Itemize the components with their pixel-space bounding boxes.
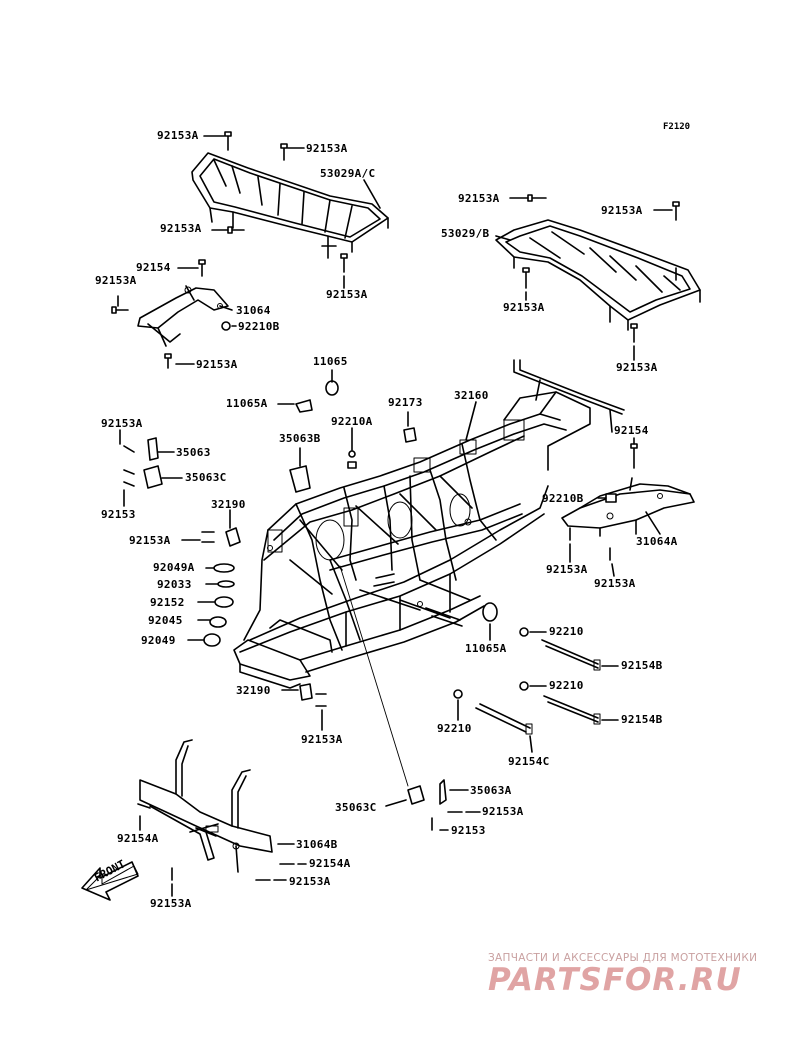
part-label: 31064A bbox=[636, 535, 678, 548]
part-label: 92153A bbox=[482, 805, 524, 818]
part-label: 92153A bbox=[601, 204, 643, 217]
part-label: 92153A bbox=[101, 417, 143, 430]
part-label: 92153A bbox=[95, 274, 137, 287]
part-label: 92049 bbox=[141, 634, 176, 647]
diagram-code: F2120 bbox=[663, 122, 691, 132]
part-label: 31064B bbox=[296, 838, 338, 851]
part-label: 92153A bbox=[326, 288, 368, 301]
part-label: 92154A bbox=[117, 832, 159, 845]
part-label: 92210A bbox=[331, 415, 373, 428]
part-label: 92154B bbox=[621, 659, 663, 672]
rear-bracket-drawing bbox=[137, 285, 229, 347]
part-label: 32160 bbox=[454, 389, 489, 402]
watermark-logo: PARTSFOR.RU bbox=[488, 962, 742, 998]
watermark-tagline: ЗАПЧАСТИ И АКСЕССУАРЫ ДЛЯ МОТОТЕХНИКИ bbox=[488, 952, 758, 964]
part-label: 92154B bbox=[621, 713, 663, 726]
part-label: 31064 bbox=[236, 304, 271, 317]
part-label: 35063A bbox=[470, 784, 512, 797]
part-label: 92153A bbox=[157, 129, 199, 142]
part-label: 53029/B bbox=[441, 227, 490, 240]
part-label: 92153A bbox=[196, 358, 238, 371]
part-label: 92154C bbox=[508, 755, 550, 768]
part-label: 35063C bbox=[185, 471, 227, 484]
part-label: 92153A bbox=[301, 733, 343, 746]
part-label: 92153A bbox=[458, 192, 500, 205]
part-label: 92153A bbox=[150, 897, 192, 910]
part-label: 35063C bbox=[335, 801, 377, 814]
part-label: 92210 bbox=[549, 679, 584, 692]
front-bumper-drawing bbox=[139, 739, 273, 873]
part-label: 92210B bbox=[238, 320, 280, 333]
part-label: 92153 bbox=[101, 508, 136, 521]
part-label: 92153A bbox=[546, 563, 588, 576]
part-label: 32190 bbox=[236, 684, 271, 697]
small-parts-drawing bbox=[111, 131, 680, 881]
part-label: 92152 bbox=[150, 596, 185, 609]
part-label: 92033 bbox=[157, 578, 192, 591]
leader-lines bbox=[117, 135, 673, 897]
part-label: 92153A bbox=[594, 577, 636, 590]
part-label: 92153A bbox=[160, 222, 202, 235]
rear-rack-drawing bbox=[191, 152, 389, 259]
part-label: 92153A bbox=[289, 875, 331, 888]
part-label: 92045 bbox=[148, 614, 183, 627]
part-label: 92210B bbox=[542, 492, 584, 505]
part-label: 92210 bbox=[549, 625, 584, 638]
part-label: 35063B bbox=[279, 432, 321, 445]
part-label: 92049A bbox=[153, 561, 195, 574]
part-label: 11065A bbox=[465, 642, 507, 655]
front-rack-drawing bbox=[495, 219, 701, 331]
part-label: 92153A bbox=[503, 301, 545, 314]
part-label: 35063 bbox=[176, 446, 211, 459]
part-label: 53029A/C bbox=[320, 167, 376, 180]
part-label: 32190 bbox=[211, 498, 246, 511]
part-label: 92153A bbox=[616, 361, 658, 374]
part-label: 92154 bbox=[614, 424, 649, 437]
tie-rods-drawing bbox=[475, 639, 601, 735]
main-frame-drawing bbox=[233, 359, 625, 787]
part-label: 92153 bbox=[451, 824, 486, 837]
part-label: 92173 bbox=[388, 396, 423, 409]
part-label: 92154A bbox=[309, 857, 351, 870]
part-label: 92154 bbox=[136, 261, 171, 274]
front-arrow-icon bbox=[81, 861, 139, 901]
part-label: 92153A bbox=[306, 142, 348, 155]
part-label: 11065 bbox=[313, 355, 348, 368]
right-bracket-drawing bbox=[561, 477, 695, 537]
part-label: 92153A bbox=[129, 534, 171, 547]
part-label: 92210 bbox=[437, 722, 472, 735]
part-label: 11065A bbox=[226, 397, 268, 410]
